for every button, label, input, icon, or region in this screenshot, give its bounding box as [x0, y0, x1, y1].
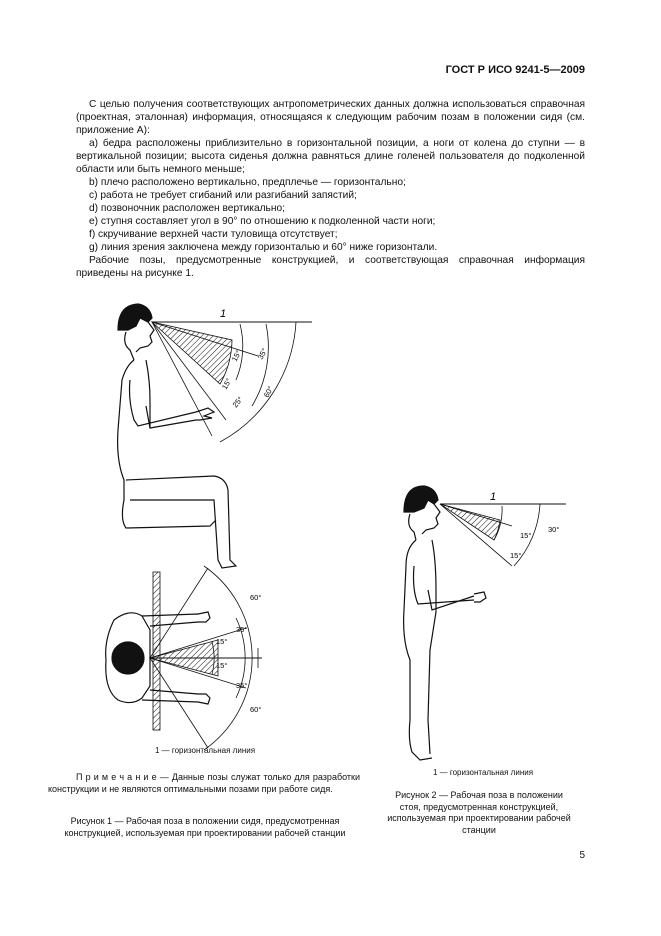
document-code-header: ГОСТ Р ИСО 9241-5—2009 — [445, 64, 585, 76]
figure2-caption: Рисунок 2 — Рабочая поза в положении сто… — [387, 790, 571, 835]
standing-person — [403, 485, 487, 761]
note-label: П р и м е ч а н и е — [76, 772, 157, 782]
list-item: е) ступня составляет угол в 90° по отнош… — [89, 216, 436, 227]
side-sight-cone: 1 15° 35° 15° 25° 60° — [150, 308, 312, 443]
list-item: f) скручивание верхней части туловища от… — [89, 229, 338, 240]
angle-label: 60° — [250, 705, 261, 714]
figure1-legend: 1 — горизонтальная линия — [154, 746, 256, 755]
list-item: g) линия зрения заключена между горизонт… — [89, 242, 438, 253]
angle-label: 15° — [216, 637, 227, 646]
angle-label: 15° — [216, 661, 227, 670]
angle-label: 35° — [236, 625, 247, 634]
figure1-drawing: 1 15° 35° 15° 25° 60° 60° 35° 15° 15° 35… — [105, 303, 312, 751]
angle-label: 60° — [250, 593, 261, 602]
list-item: d) позвоночник расположен вертикально; — [89, 203, 285, 214]
top-sight-cone: 60° 35° 15° 15° 35° 60° — [148, 565, 262, 751]
angle-label: 35° — [256, 347, 269, 361]
label-1: 1 — [220, 308, 226, 320]
note-text: — Данные позы служат только для разработ… — [48, 772, 360, 794]
angle-label: 15° — [510, 551, 521, 560]
seated-person-top — [105, 571, 211, 731]
figure1-note: П р и м е ч а н и е — Данные позы служат… — [48, 772, 360, 795]
angle-label: 60° — [262, 385, 275, 399]
list-item: c) работа не требует сгибаний или разгиб… — [89, 190, 357, 201]
angle-label: 30° — [548, 525, 559, 534]
body-text: С целью получения соответствующих антроп… — [76, 98, 585, 280]
label-1: 1 — [490, 491, 496, 503]
seated-person-side — [117, 303, 238, 569]
angle-label: 35° — [236, 681, 247, 690]
angle-label: 25° — [231, 395, 245, 409]
list-item: b) плечо расположено вертикально, предпл… — [89, 177, 406, 188]
figure2-drawing: 1 15° 30° 15° — [403, 485, 566, 761]
intro-paragraph: С целью получения соответствующих антроп… — [76, 99, 585, 136]
list-item: а) бедра расположены приблизительно в го… — [76, 138, 585, 175]
closing-paragraph: Рабочие позы, предусмотренные конструкци… — [76, 255, 585, 279]
figure1-caption: Рисунок 1 — Рабочая поза в положении сид… — [64, 816, 346, 838]
page-number: 5 — [579, 850, 585, 861]
angle-label: 15° — [520, 531, 531, 540]
figure2-legend: 1 — горизонтальная линия — [432, 768, 534, 777]
standing-sight-cone: 1 15° 30° 15° — [439, 491, 566, 567]
